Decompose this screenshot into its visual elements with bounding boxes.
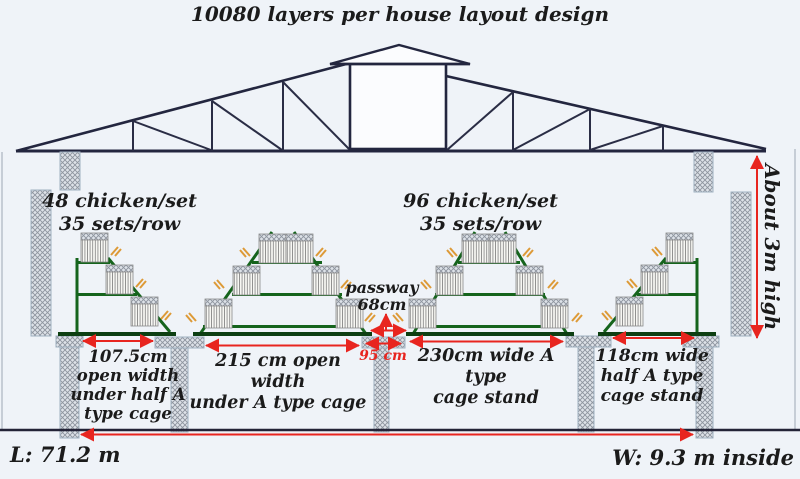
dim-half-a-cage-stand: 118cm wide half A type cage stand bbox=[572, 346, 732, 406]
outer-wall-edges bbox=[1, 149, 796, 430]
dim-line: under half A bbox=[70, 385, 186, 404]
dim-line: under A type cage bbox=[189, 393, 367, 413]
dim-line: 215 cm open width bbox=[215, 351, 341, 392]
dim-line: cage stand bbox=[433, 388, 539, 408]
dim-line: 230cm wide A type bbox=[417, 346, 555, 387]
cupola-roof bbox=[329, 43, 471, 66]
stand-width-label: 95 cm bbox=[359, 348, 407, 364]
height-note: About 3m high bbox=[760, 163, 784, 331]
dim-half-a-open-width: 107.5cm open width under half A type cag… bbox=[48, 347, 208, 423]
dim-line: cage stand bbox=[600, 386, 704, 406]
ventilation-cupola bbox=[329, 43, 471, 151]
dim-line: 118cm wide bbox=[595, 346, 709, 366]
right-cage-spec: 96 chicken/set 35 sets/row bbox=[388, 190, 573, 236]
left-cage-spec-line2: 35 sets/row bbox=[58, 213, 181, 235]
dim-line: type cage bbox=[84, 404, 172, 423]
dim-line: open width bbox=[76, 366, 180, 385]
dimension-arrows bbox=[80, 155, 764, 442]
left-cage-spec-line1: 48 chicken/set bbox=[42, 190, 197, 212]
passway-label-line2: 68cm bbox=[357, 295, 407, 314]
house-length-label: L: 71.2 m bbox=[10, 442, 121, 467]
left-cage-spec: 48 chicken/set 35 sets/row bbox=[27, 190, 212, 236]
dim-line: 107.5cm bbox=[88, 347, 168, 366]
left-wall-pillar bbox=[30, 189, 52, 337]
house-width-label: W: 9.3 m inside bbox=[612, 445, 794, 470]
dim-line: half A type bbox=[600, 366, 704, 386]
a-type-cage-2 bbox=[406, 231, 574, 336]
side-walls bbox=[30, 189, 752, 337]
dim-a-open-width: 215 cm open width under A type cage bbox=[187, 351, 369, 414]
right-wall-pillar bbox=[730, 191, 752, 337]
a-type-cage-1 bbox=[193, 231, 372, 336]
page-title: 10080 layers per house layout design bbox=[190, 2, 610, 26]
passway-label: passway 68cm bbox=[332, 279, 432, 313]
roof-truss bbox=[15, 61, 767, 153]
dim-a-cage-stand: 230cm wide A type cage stand bbox=[396, 346, 576, 409]
roof-posts bbox=[59, 151, 714, 193]
right-cage-spec-line1: 96 chicken/set bbox=[403, 190, 558, 212]
passway-label-line1: passway bbox=[345, 278, 419, 297]
right-cage-spec-line2: 35 sets/row bbox=[419, 213, 542, 235]
